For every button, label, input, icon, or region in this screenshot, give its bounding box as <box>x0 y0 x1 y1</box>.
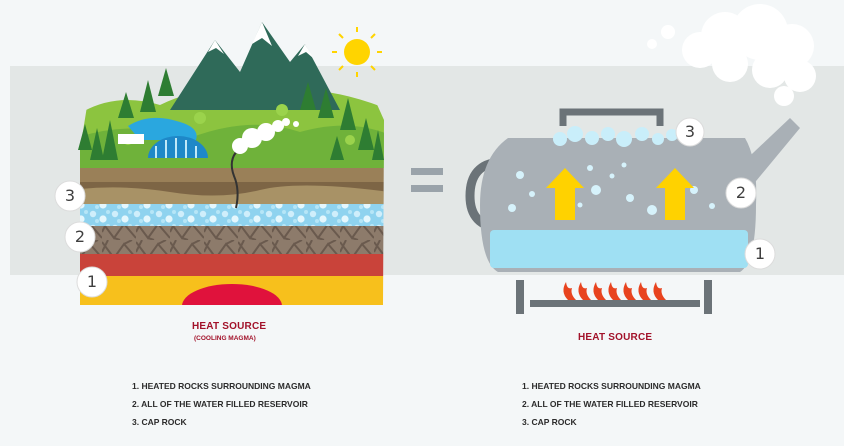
heat-source-title-left: HEAT SOURCE <box>192 321 267 332</box>
sun-icon <box>332 27 382 77</box>
legend-item: 2. ALL OF THE WATER FILLED RESERVOIR <box>522 399 698 409</box>
dam <box>148 136 208 158</box>
lake <box>128 117 197 140</box>
right-callouts <box>675 117 776 270</box>
heat-source-title-right: HEAT SOURCE <box>578 332 653 343</box>
callout-number: 2 <box>74 227 86 246</box>
water-level <box>490 230 748 268</box>
callout-number: 1 <box>754 244 766 263</box>
stove-stand <box>516 280 712 314</box>
well-pipe <box>230 149 239 209</box>
magma-chamber <box>182 284 282 305</box>
legend-left: 1. HEATED ROCKS SURROUNDING MAGMA 2. ALL… <box>132 377 311 431</box>
callout-number: 2 <box>735 183 747 202</box>
legend-item: 1. HEATED ROCKS SURROUNDING MAGMA <box>522 381 701 391</box>
heated-rock-layer <box>80 226 384 254</box>
foam <box>553 126 678 147</box>
steam-cloud-icon <box>647 4 816 106</box>
kettle-icon <box>465 108 800 314</box>
building <box>118 134 144 144</box>
legend-item: 1. HEATED ROCKS SURROUNDING MAGMA <box>132 381 311 391</box>
equals-icon <box>411 168 443 192</box>
left-callouts <box>54 180 108 298</box>
geothermal-cross-section <box>78 22 384 305</box>
flame-icon <box>563 282 666 300</box>
legend-item: 2. ALL OF THE WATER FILLED RESERVOIR <box>132 399 308 409</box>
callout-number: 1 <box>86 272 98 291</box>
arrow-up-icon <box>656 168 694 220</box>
legend-item: 3. CAP ROCK <box>132 417 187 427</box>
heat-source-subtitle-left: (COOLING MAGMA) <box>194 335 256 342</box>
mountain-icon <box>170 22 340 110</box>
topsoil-layer <box>80 168 384 182</box>
steam-plume <box>232 118 299 154</box>
callout-number: 3 <box>684 122 696 141</box>
tree-icon <box>78 68 384 160</box>
legend-right: 1. HEATED ROCKS SURROUNDING MAGMA 2. ALL… <box>522 377 701 431</box>
legend-item: 3. CAP ROCK <box>522 417 577 427</box>
reservoir-layer <box>80 204 384 226</box>
arrow-up-icon <box>546 168 584 220</box>
callout-number: 3 <box>64 186 76 205</box>
